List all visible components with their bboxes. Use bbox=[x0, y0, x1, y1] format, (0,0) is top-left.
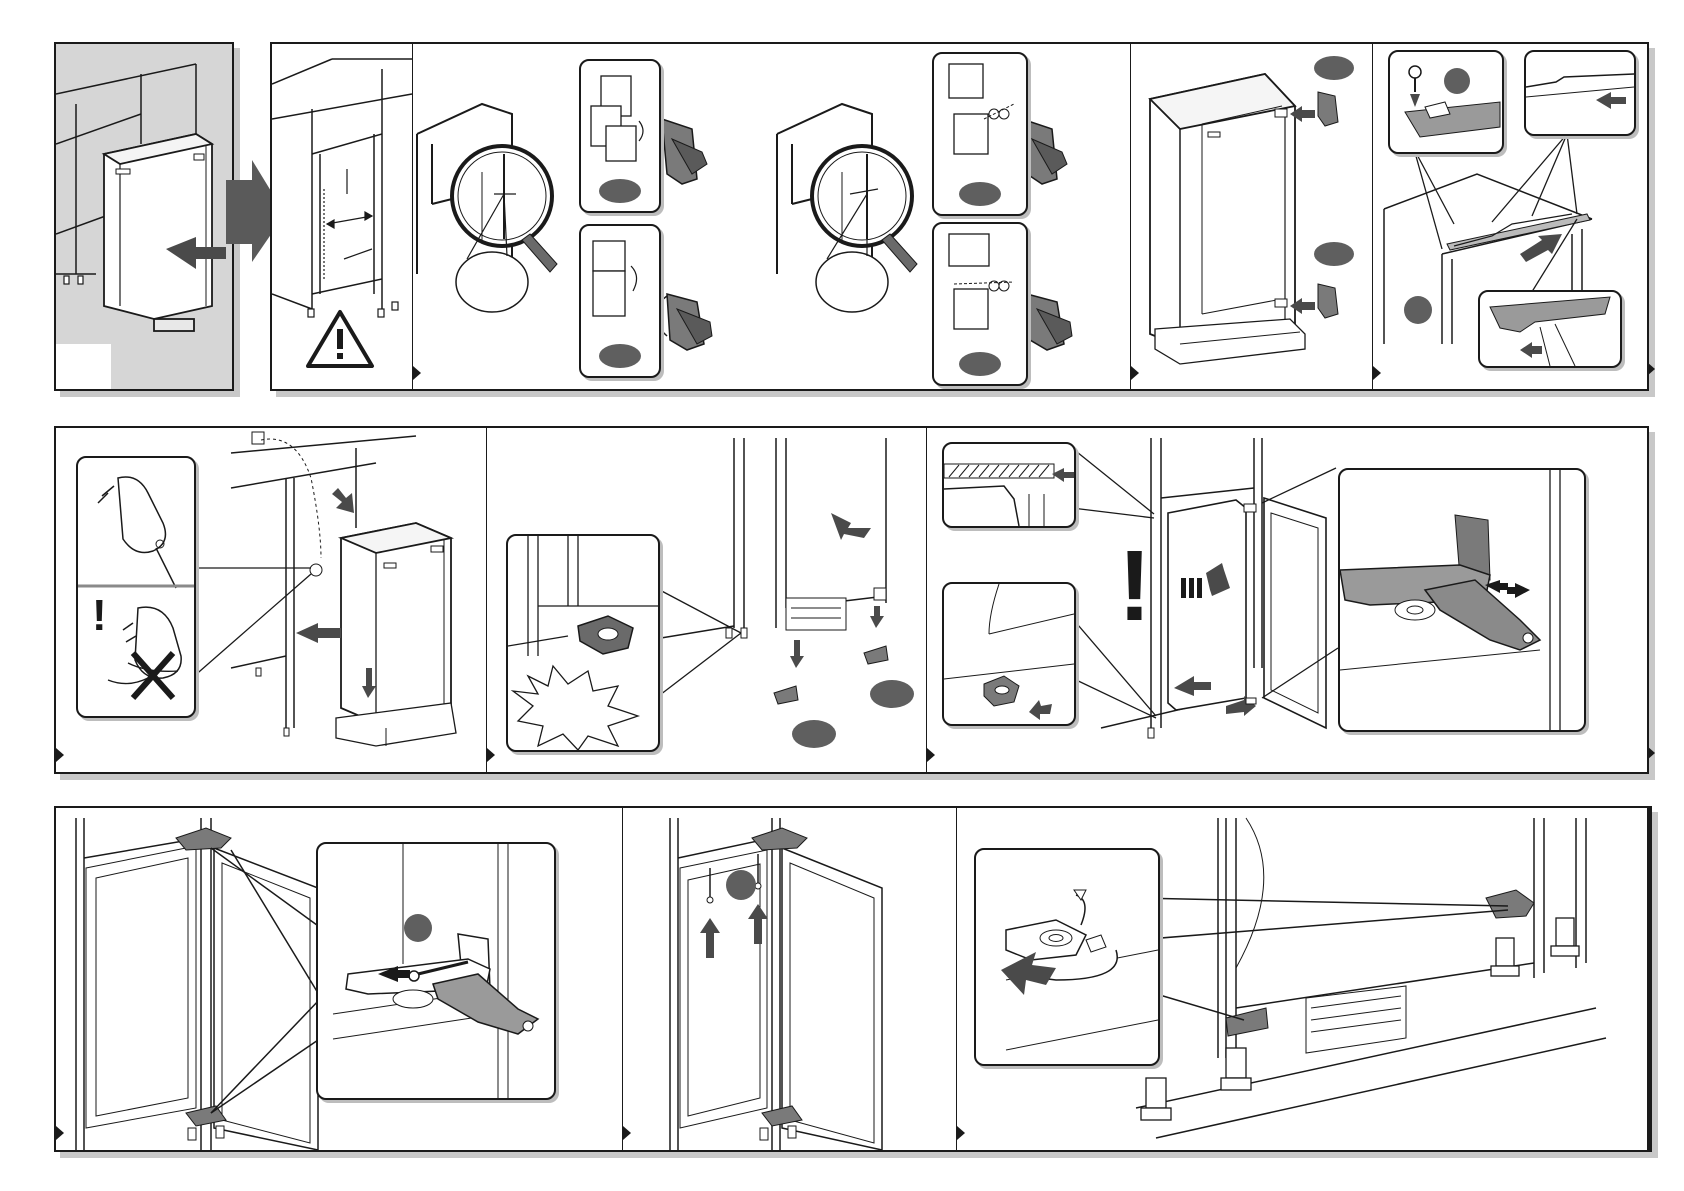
plug-callout: ! bbox=[76, 456, 196, 718]
hinge-screw-detail bbox=[318, 844, 554, 1098]
step-badge bbox=[599, 179, 641, 203]
panel-group-row-1 bbox=[270, 42, 1649, 391]
bottom-hinge-callout bbox=[974, 848, 1160, 1066]
step-badge bbox=[1314, 242, 1354, 266]
step-badge bbox=[870, 680, 914, 708]
step-badge bbox=[959, 182, 1001, 206]
bracket-callout-3 bbox=[932, 52, 1028, 216]
step-badge bbox=[1444, 68, 1470, 94]
bottom-edge-callout bbox=[942, 582, 1076, 726]
hinge-callout bbox=[1338, 468, 1586, 732]
foot-callout bbox=[506, 534, 660, 752]
panel-group-row-2: ! bbox=[54, 426, 1649, 774]
panel-2-cabinet-warning bbox=[272, 44, 412, 389]
clip-callout bbox=[1478, 290, 1622, 368]
step-badge bbox=[959, 352, 1001, 376]
bracket-callout-1 bbox=[579, 59, 661, 213]
intro-illustration bbox=[56, 44, 232, 389]
edge-detail bbox=[1526, 52, 1634, 134]
foot-detail bbox=[508, 536, 658, 750]
exclamation-icon: ! bbox=[92, 594, 107, 638]
step-badge bbox=[1314, 56, 1354, 80]
step-badge bbox=[726, 870, 756, 900]
next-marker-icon bbox=[1647, 362, 1655, 376]
plug-detail bbox=[78, 458, 194, 716]
top-edge-callout bbox=[942, 442, 1076, 528]
next-marker-icon bbox=[1647, 746, 1655, 760]
panel-10-top-screws bbox=[622, 808, 956, 1150]
step-badge bbox=[599, 344, 641, 368]
bracket-callout-2 bbox=[579, 224, 661, 378]
hinge-screw-callout bbox=[316, 842, 556, 1100]
bracket-callout-4 bbox=[932, 222, 1028, 386]
step-badge bbox=[1404, 296, 1432, 324]
edge-callout bbox=[1524, 50, 1636, 136]
step-badge bbox=[792, 720, 836, 748]
bottom-edge-detail bbox=[944, 584, 1074, 724]
clip-detail bbox=[1480, 292, 1620, 366]
panel-4-appliance-fittings bbox=[1130, 44, 1372, 389]
bottom-hinge-detail bbox=[976, 850, 1158, 1064]
panel-1-intro bbox=[54, 42, 234, 391]
hinge-detail bbox=[1340, 470, 1584, 730]
screw-callout bbox=[1388, 50, 1504, 154]
exclamation-icon: ! bbox=[1118, 536, 1151, 636]
top-edge-detail bbox=[944, 444, 1074, 526]
screw-detail bbox=[1390, 52, 1502, 152]
panel-group-row-3 bbox=[54, 806, 1652, 1152]
step-badge bbox=[404, 914, 432, 942]
